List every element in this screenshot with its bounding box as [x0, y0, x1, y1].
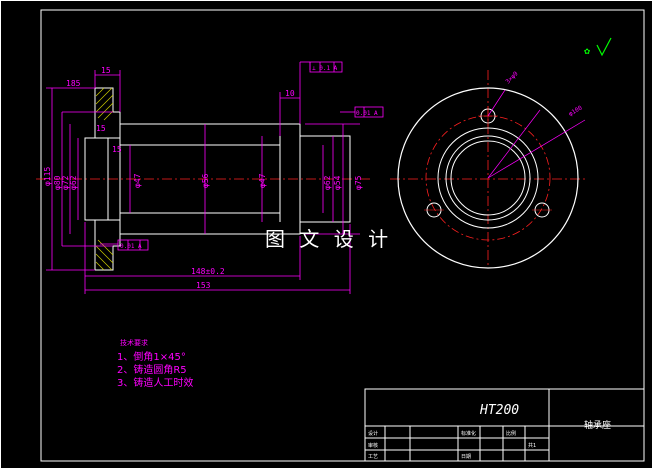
tech-note-2: 2、铸造圆角R5 — [117, 363, 187, 376]
material-label: HT200 — [479, 403, 519, 418]
dim-dia-47b: φ47 — [258, 173, 267, 188]
tb-total: 共1 — [528, 442, 536, 449]
dim-dia-115: φ115 — [43, 167, 52, 186]
tb-standard: 标准化 — [461, 430, 476, 437]
frame-border — [40, 9, 645, 462]
dim-length-153: 153 — [196, 281, 211, 290]
dim-width-10: 10 — [285, 89, 295, 98]
tolerance-bottom: 0.01 A — [120, 243, 142, 250]
tech-note-3: 3、铸造人工时效 — [117, 376, 193, 389]
tech-note-1: 1、倒角1×45° — [117, 351, 186, 363]
watermark: 图 文 设 计 — [265, 227, 392, 251]
section-view — [36, 61, 384, 294]
part-name: 轴承座 — [584, 419, 611, 431]
dim-185: 185 — [66, 79, 81, 88]
end-view — [390, 70, 588, 269]
dim-dia-left-c: φ62 — [69, 175, 78, 190]
tolerance-mid: 0.01 A — [356, 110, 378, 117]
dim-dia-75: φ75 — [354, 175, 363, 190]
dim-dia-56: φ56 — [201, 173, 210, 188]
tb-scale: 比例 — [506, 430, 516, 437]
dim-dia-left-a: φ80 — [53, 175, 62, 190]
dim-dia-62: φ62 — [323, 175, 332, 190]
tb-process: 工艺 — [368, 454, 378, 460]
dim-width-15: 15 — [101, 66, 111, 75]
side-dim-label: φ100 — [568, 104, 584, 117]
dim-15b: 15 — [96, 124, 106, 133]
tech-notes-heading: 技术要求 — [120, 338, 148, 347]
tolerance-perpendicular: ⊥ 0.1 A — [312, 65, 338, 72]
svg-text:✿: ✿ — [584, 46, 590, 57]
surface-roughness-icon: ✿ — [584, 37, 612, 57]
dim-15c: 15 — [112, 145, 122, 154]
tb-review: 审核 — [368, 442, 378, 449]
dim-dia-54: φ54 — [333, 175, 342, 190]
tb-design: 设计 — [368, 430, 378, 437]
dim-dia-left-b: φ72 — [61, 175, 70, 190]
title-block — [364, 388, 645, 462]
bolt-circle-label: 3×φ9 — [504, 70, 519, 85]
dim-dia-47a: φ47 — [133, 173, 142, 188]
tb-date: 日期 — [461, 454, 471, 460]
dim-length-148: 148±0.2 — [191, 267, 225, 276]
